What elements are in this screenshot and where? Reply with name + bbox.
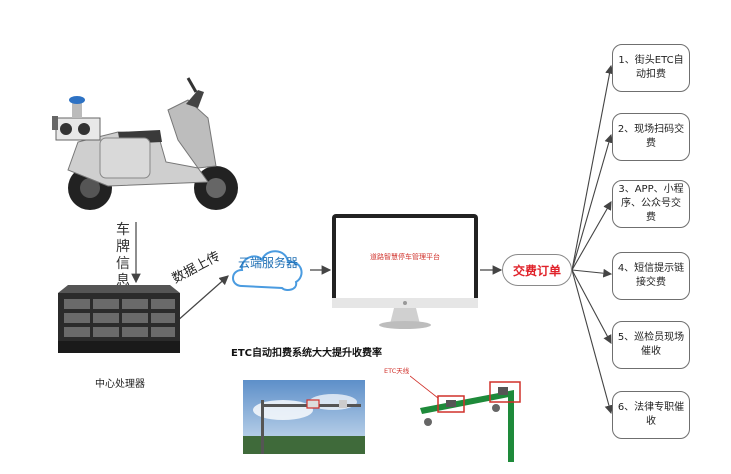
payment-order-node: 交费订单 (502, 254, 572, 286)
server-illustration (58, 285, 180, 353)
option-etc-auto-deduct: 1、街头ETC自动扣费 (612, 44, 690, 92)
etc-gantry-diagram (410, 375, 521, 462)
plate-info-label: 车牌信息 (116, 222, 130, 289)
option-scan-code-pay: 2、现场扫码交费 (612, 113, 690, 161)
option-legal-collect: 6、法律专职催收 (612, 391, 690, 439)
etc-gantry-photo (243, 380, 365, 454)
central-processor-caption: 中心处理器 (95, 379, 145, 390)
option-app-pay: 3、APP、小程序、公众号交费 (612, 180, 690, 228)
etc-section-title: ETC自动扣费系统大大提升收费率 (231, 348, 382, 359)
cloud-icon (232, 250, 303, 291)
scooter-illustration (52, 77, 238, 210)
etc-antenna-label: ETC天线 (384, 367, 410, 375)
cloud-server-label: 云端服务器 (238, 256, 299, 270)
platform-title: 道路智慧停车管理平台 (370, 253, 440, 261)
option-inspector-collect: 5、巡检员现场催收 (612, 321, 690, 369)
option-sms-link-pay: 4、短信提示链接交费 (612, 252, 690, 300)
monitor-illustration (332, 214, 478, 329)
